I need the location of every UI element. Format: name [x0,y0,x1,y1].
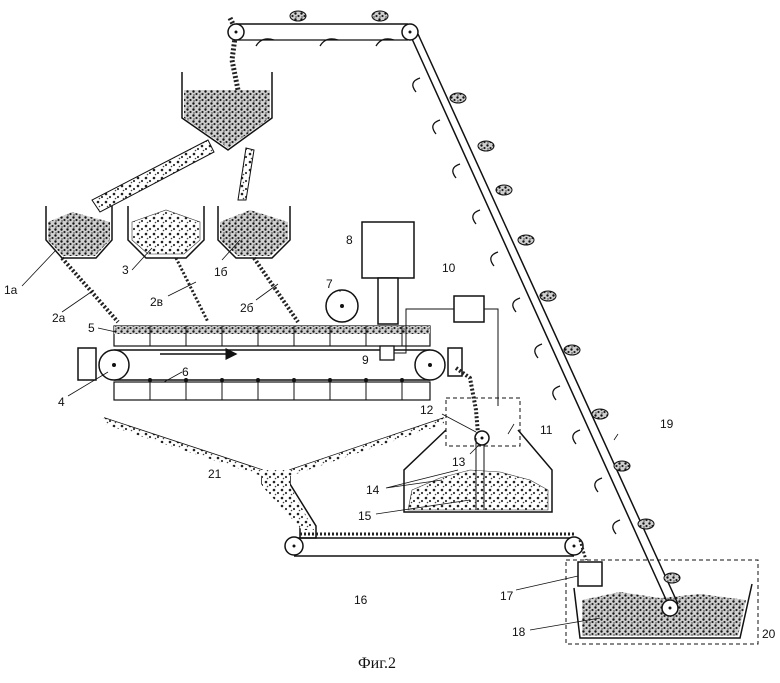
label-9: 9 [362,353,369,367]
label-7: 7 [326,277,333,291]
label-12: 12 [420,403,434,417]
label-20: 20 [762,627,776,641]
compaction-roller-7 [325,289,359,323]
label-4: 4 [58,395,65,409]
hopper-3 [127,206,205,259]
feed-streams [60,256,300,324]
label-17: 17 [500,589,514,603]
label-2b: 2б [240,301,254,315]
motor-right [447,347,463,377]
unit-20-boundary [565,559,759,645]
label-18: 18 [512,625,526,639]
main-conveyor [77,325,463,401]
label-2v: 2в [150,295,163,309]
sensor-9 [379,326,407,361]
label-11: 11 [540,423,553,437]
press-8 [361,221,415,325]
label-8: 8 [346,233,353,247]
label-6: 6 [182,365,189,379]
label-21: 21 [208,467,222,481]
upper-cells [113,325,431,347]
figure-caption: Фиг.2 [358,655,396,672]
leader-lines [21,239,619,631]
bucket-elevator-19 [227,10,681,617]
chute-to-1b [237,147,255,201]
label-1a: 1а [4,283,18,297]
motor-left [77,347,97,381]
sorting-unit-11 [403,397,553,513]
labels: 1а 2а 3 2в 1б 2б 5 4 6 7 8 9 10 11 12 13… [4,233,776,641]
label-2a: 2а [52,311,66,325]
discharge-stream [454,366,480,435]
controller-10 [405,295,499,406]
label-19: 19 [660,417,674,431]
label-13: 13 [452,455,466,469]
label-3: 3 [122,263,129,277]
unit-11-boundary [445,397,521,447]
label-15: 15 [358,509,372,523]
label-16: 16 [354,593,368,607]
chute-to-1a [91,139,215,213]
label-10: 10 [442,261,456,275]
label-1b: 1б [214,265,228,279]
conveyor-16 [284,532,588,561]
lower-cells [113,381,431,401]
label-14: 14 [366,483,380,497]
device-17 [577,561,603,587]
bin-18 [573,583,753,639]
hopper-1b [217,206,291,259]
top-hopper [181,16,273,151]
label-5: 5 [88,321,95,335]
unit-20 [565,559,759,645]
collection-hopper-21 [103,417,445,539]
hopper-1a [45,206,113,259]
